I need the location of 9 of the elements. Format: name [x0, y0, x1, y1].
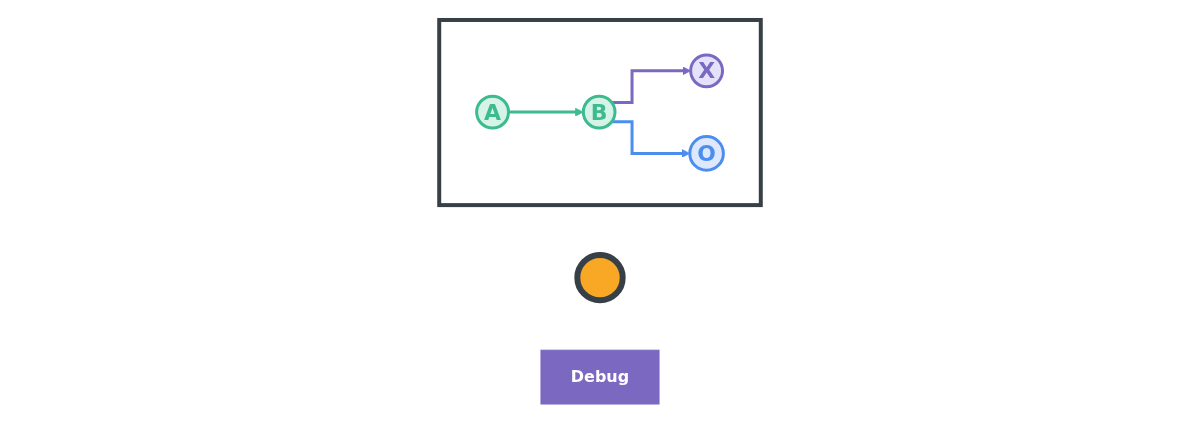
arrow: [508, 107, 584, 117]
arrow: [611, 120, 691, 158]
node-box: Debug: [540, 349, 660, 405]
node-circle: A: [475, 94, 511, 130]
node-circle: X: [689, 53, 724, 89]
node-circle: O: [688, 135, 725, 172]
node-circle: [574, 251, 626, 304]
cluster: [437, 18, 763, 208]
node-circle: B: [581, 94, 617, 130]
